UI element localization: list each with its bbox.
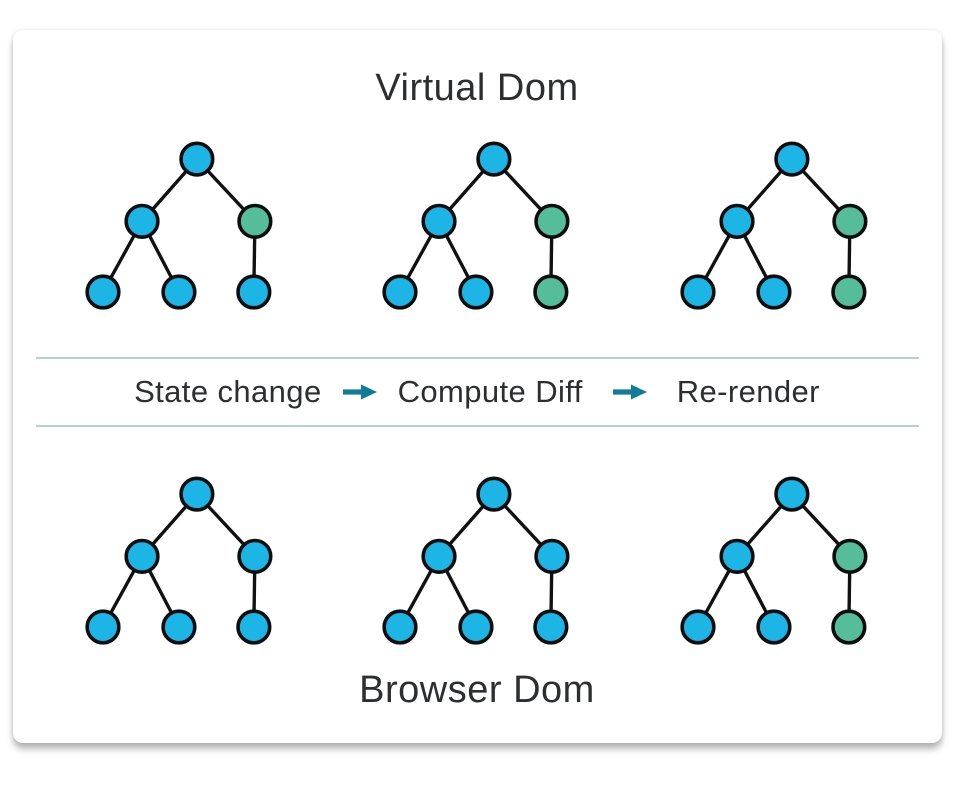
tree-node-right-child-green [236, 203, 273, 239]
tree-node-leaf-left-blue [679, 274, 716, 310]
arrow-right-icon [612, 383, 648, 401]
tree-node-root-blue [476, 476, 512, 512]
tree-node-leaf-middle-blue [458, 609, 494, 645]
arrow-right-icon [342, 383, 378, 401]
tree-node-left-child-blue [421, 203, 457, 239]
dom-tree-1 [84, 476, 273, 645]
dom-tree-2 [382, 141, 570, 310]
tree-node-leaf-middle-blue [755, 274, 792, 310]
tree-node-left-child-blue [123, 203, 160, 239]
dom-tree-3 [679, 476, 868, 645]
tree-node-right-child-green [831, 538, 868, 574]
tree-node-root-blue [773, 476, 809, 512]
tree-node-leaf-right-green [533, 274, 569, 310]
tree-node-leaf-middle-blue [755, 609, 792, 645]
step-compute-diff: Compute Diff [397, 374, 583, 409]
dom-tree-3 [679, 141, 868, 310]
tree-node-left-child-blue [718, 203, 755, 239]
tree-node-left-child-blue [123, 538, 160, 574]
tree-node-leaf-right-green [830, 274, 866, 310]
virtual-dom-title: Virtual Dom [375, 67, 579, 109]
tree-node-left-child-blue [421, 538, 457, 574]
tree-node-leaf-right-blue [235, 609, 271, 645]
tree-node-left-child-blue [718, 538, 755, 574]
tree-node-leaf-left-blue [382, 274, 418, 310]
tree-node-right-child-green [534, 203, 570, 239]
tree-node-leaf-middle-blue [160, 609, 197, 645]
tree-node-leaf-left-blue [382, 609, 418, 645]
dom-tree-1 [84, 141, 273, 310]
tree-node-right-child-blue [534, 538, 570, 574]
tree-node-leaf-right-blue [533, 609, 569, 645]
tree-node-leaf-right-blue [235, 274, 271, 310]
step-state-change: State change [134, 374, 322, 409]
process-band: State change Compute Diff Re-render [35, 357, 919, 427]
tree-node-root-blue [476, 141, 512, 177]
tree-node-root-blue [773, 141, 809, 177]
dom-tree-2 [382, 476, 570, 645]
tree-node-leaf-left-blue [84, 609, 121, 645]
tree-node-root-blue [178, 141, 214, 177]
virtual-dom-tree-row [13, 138, 942, 311]
tree-node-root-blue [178, 476, 214, 512]
tree-node-leaf-middle-blue [160, 274, 197, 310]
browser-dom-title: Browser Dom [359, 669, 595, 711]
tree-node-right-child-green [831, 203, 868, 239]
step-re-render: Re-render [676, 374, 820, 409]
browser-dom-tree-row [13, 473, 942, 646]
tree-node-leaf-middle-blue [458, 274, 494, 310]
diagram-page: Virtual Dom State change Compute Diff Re… [0, 30, 954, 743]
tree-node-leaf-left-blue [679, 609, 716, 645]
tree-node-leaf-right-green [830, 609, 866, 645]
tree-node-right-child-blue [236, 538, 273, 574]
tree-node-leaf-left-blue [84, 274, 121, 310]
virtual-dom-diagram-card: Virtual Dom State change Compute Diff Re… [12, 30, 942, 743]
